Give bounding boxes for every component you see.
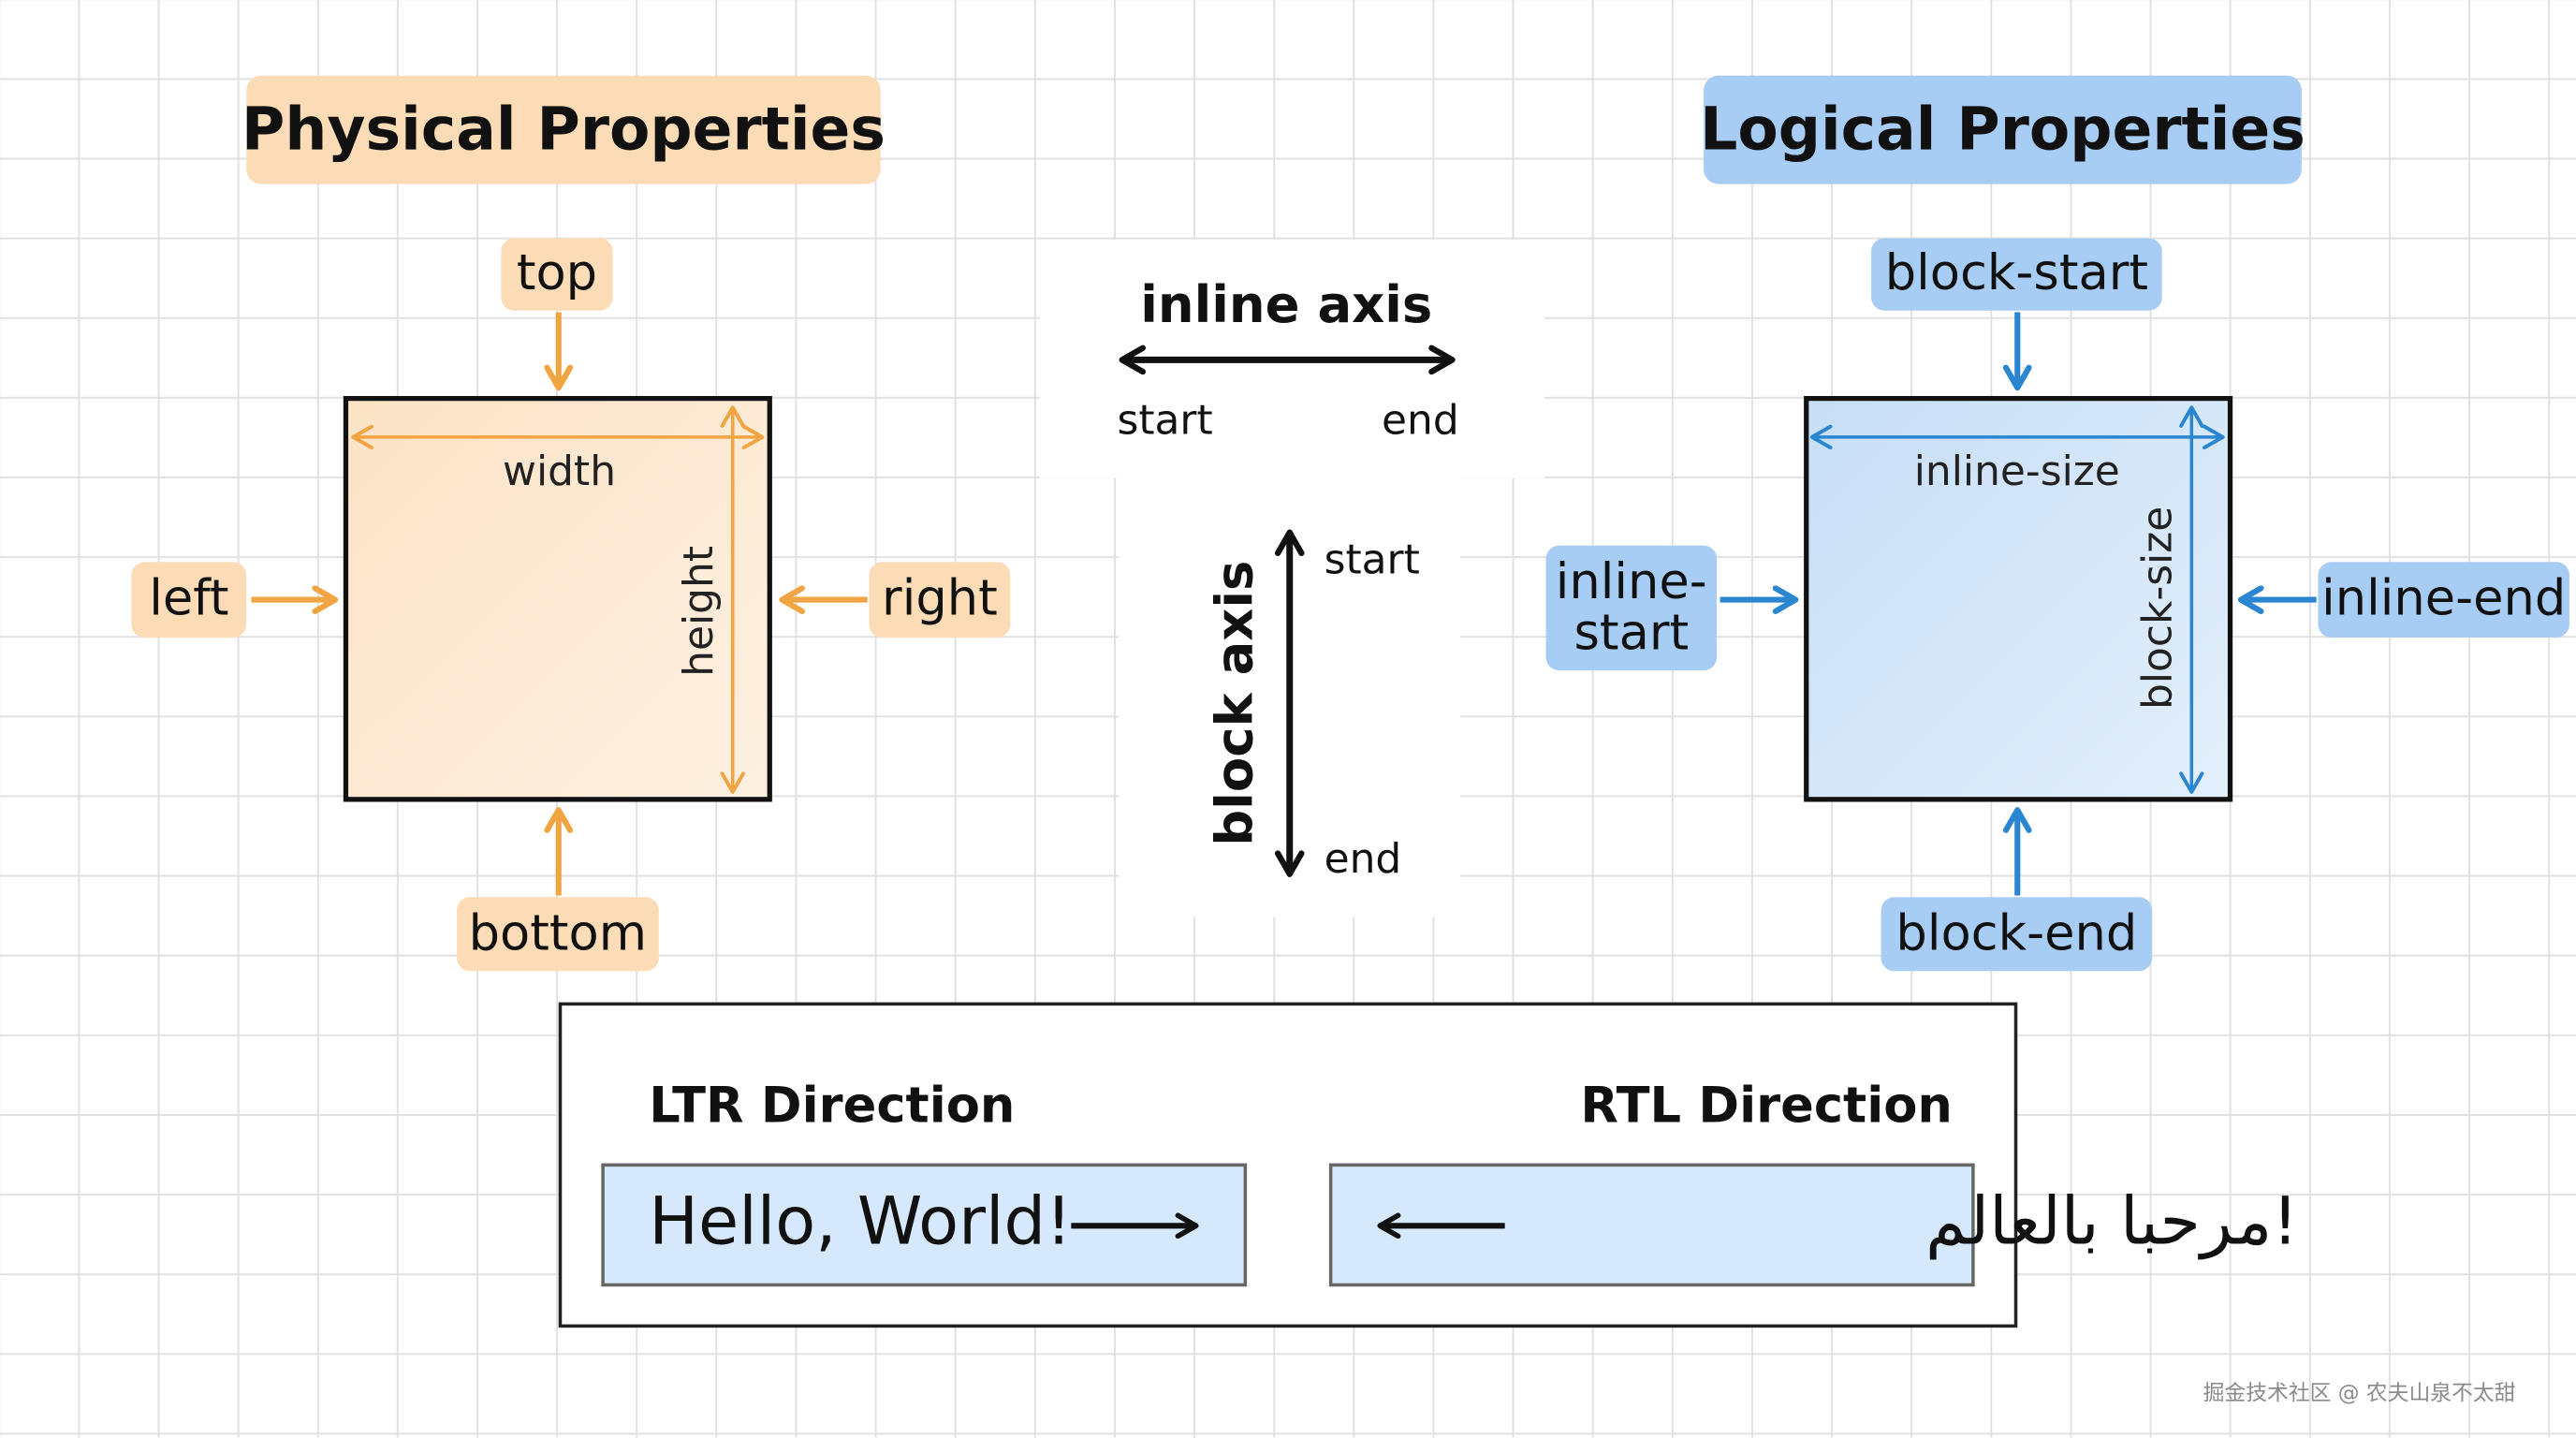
inline-axis-start-label: start <box>1117 395 1213 444</box>
width-label: width <box>503 447 617 495</box>
physical-box <box>343 395 772 802</box>
block-start-label: block-start <box>1871 238 2162 311</box>
inline-start-label-line1: inline- <box>1555 552 1707 611</box>
rtl-title: RTL Direction <box>1580 1078 1953 1136</box>
block-end-label: block-end <box>1881 897 2153 972</box>
inline-axis-end-label: end <box>1382 395 1459 444</box>
block-axis-end-label: end <box>1324 834 1402 883</box>
inline-end-label: inline-end <box>2318 562 2569 638</box>
inline-axis-title: inline axis <box>1140 275 1433 336</box>
bottom-label: bottom <box>456 897 659 972</box>
top-label: top <box>501 238 613 311</box>
logical-box <box>1804 395 2233 802</box>
inline-start-label-line2: start <box>1573 604 1690 663</box>
ltr-title: LTR Direction <box>649 1078 1016 1136</box>
inline-size-label: inline-size <box>1913 447 2120 495</box>
right-label: right <box>869 562 1011 638</box>
block-axis-start-label: start <box>1324 536 1420 584</box>
ltr-sample-text: Hello, World! <box>649 1184 1073 1261</box>
left-label: left <box>131 562 247 638</box>
inline-start-label: inline- start <box>1545 545 1718 671</box>
physical-title: Physical Properties <box>242 75 886 184</box>
rtl-sample-text: !مرحبا بالعالم <box>1925 1184 2299 1261</box>
logical-title: Logical Properties <box>1700 75 2305 184</box>
watermark-text: 掘金技术社区 @ 农夫山泉不太甜 <box>2203 1382 2516 1407</box>
